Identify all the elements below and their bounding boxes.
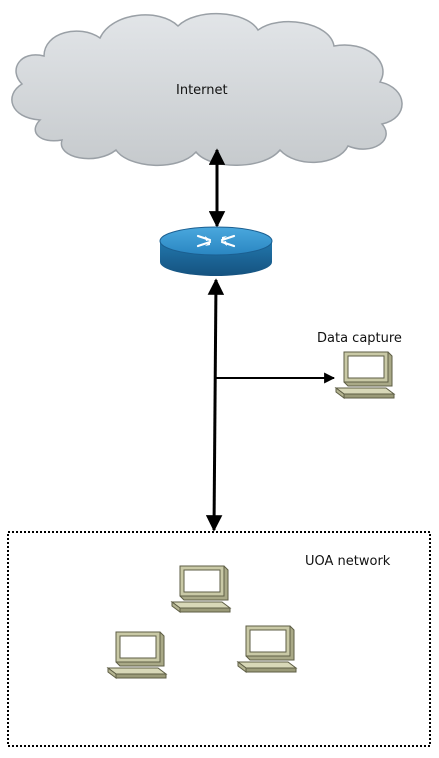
link-router-uoa bbox=[205, 278, 225, 532]
computer-icon bbox=[171, 565, 231, 613]
uoa-network-label: UOA network bbox=[305, 554, 391, 569]
cloud-icon bbox=[11, 13, 403, 166]
internet-label: Internet bbox=[176, 83, 228, 98]
uoa-network-boundary bbox=[7, 531, 431, 747]
computer-icon bbox=[237, 625, 297, 673]
data-capture-label: Data capture bbox=[317, 331, 402, 346]
computer-icon bbox=[335, 351, 395, 399]
router-icon bbox=[159, 226, 273, 276]
computer-icon bbox=[107, 631, 167, 679]
